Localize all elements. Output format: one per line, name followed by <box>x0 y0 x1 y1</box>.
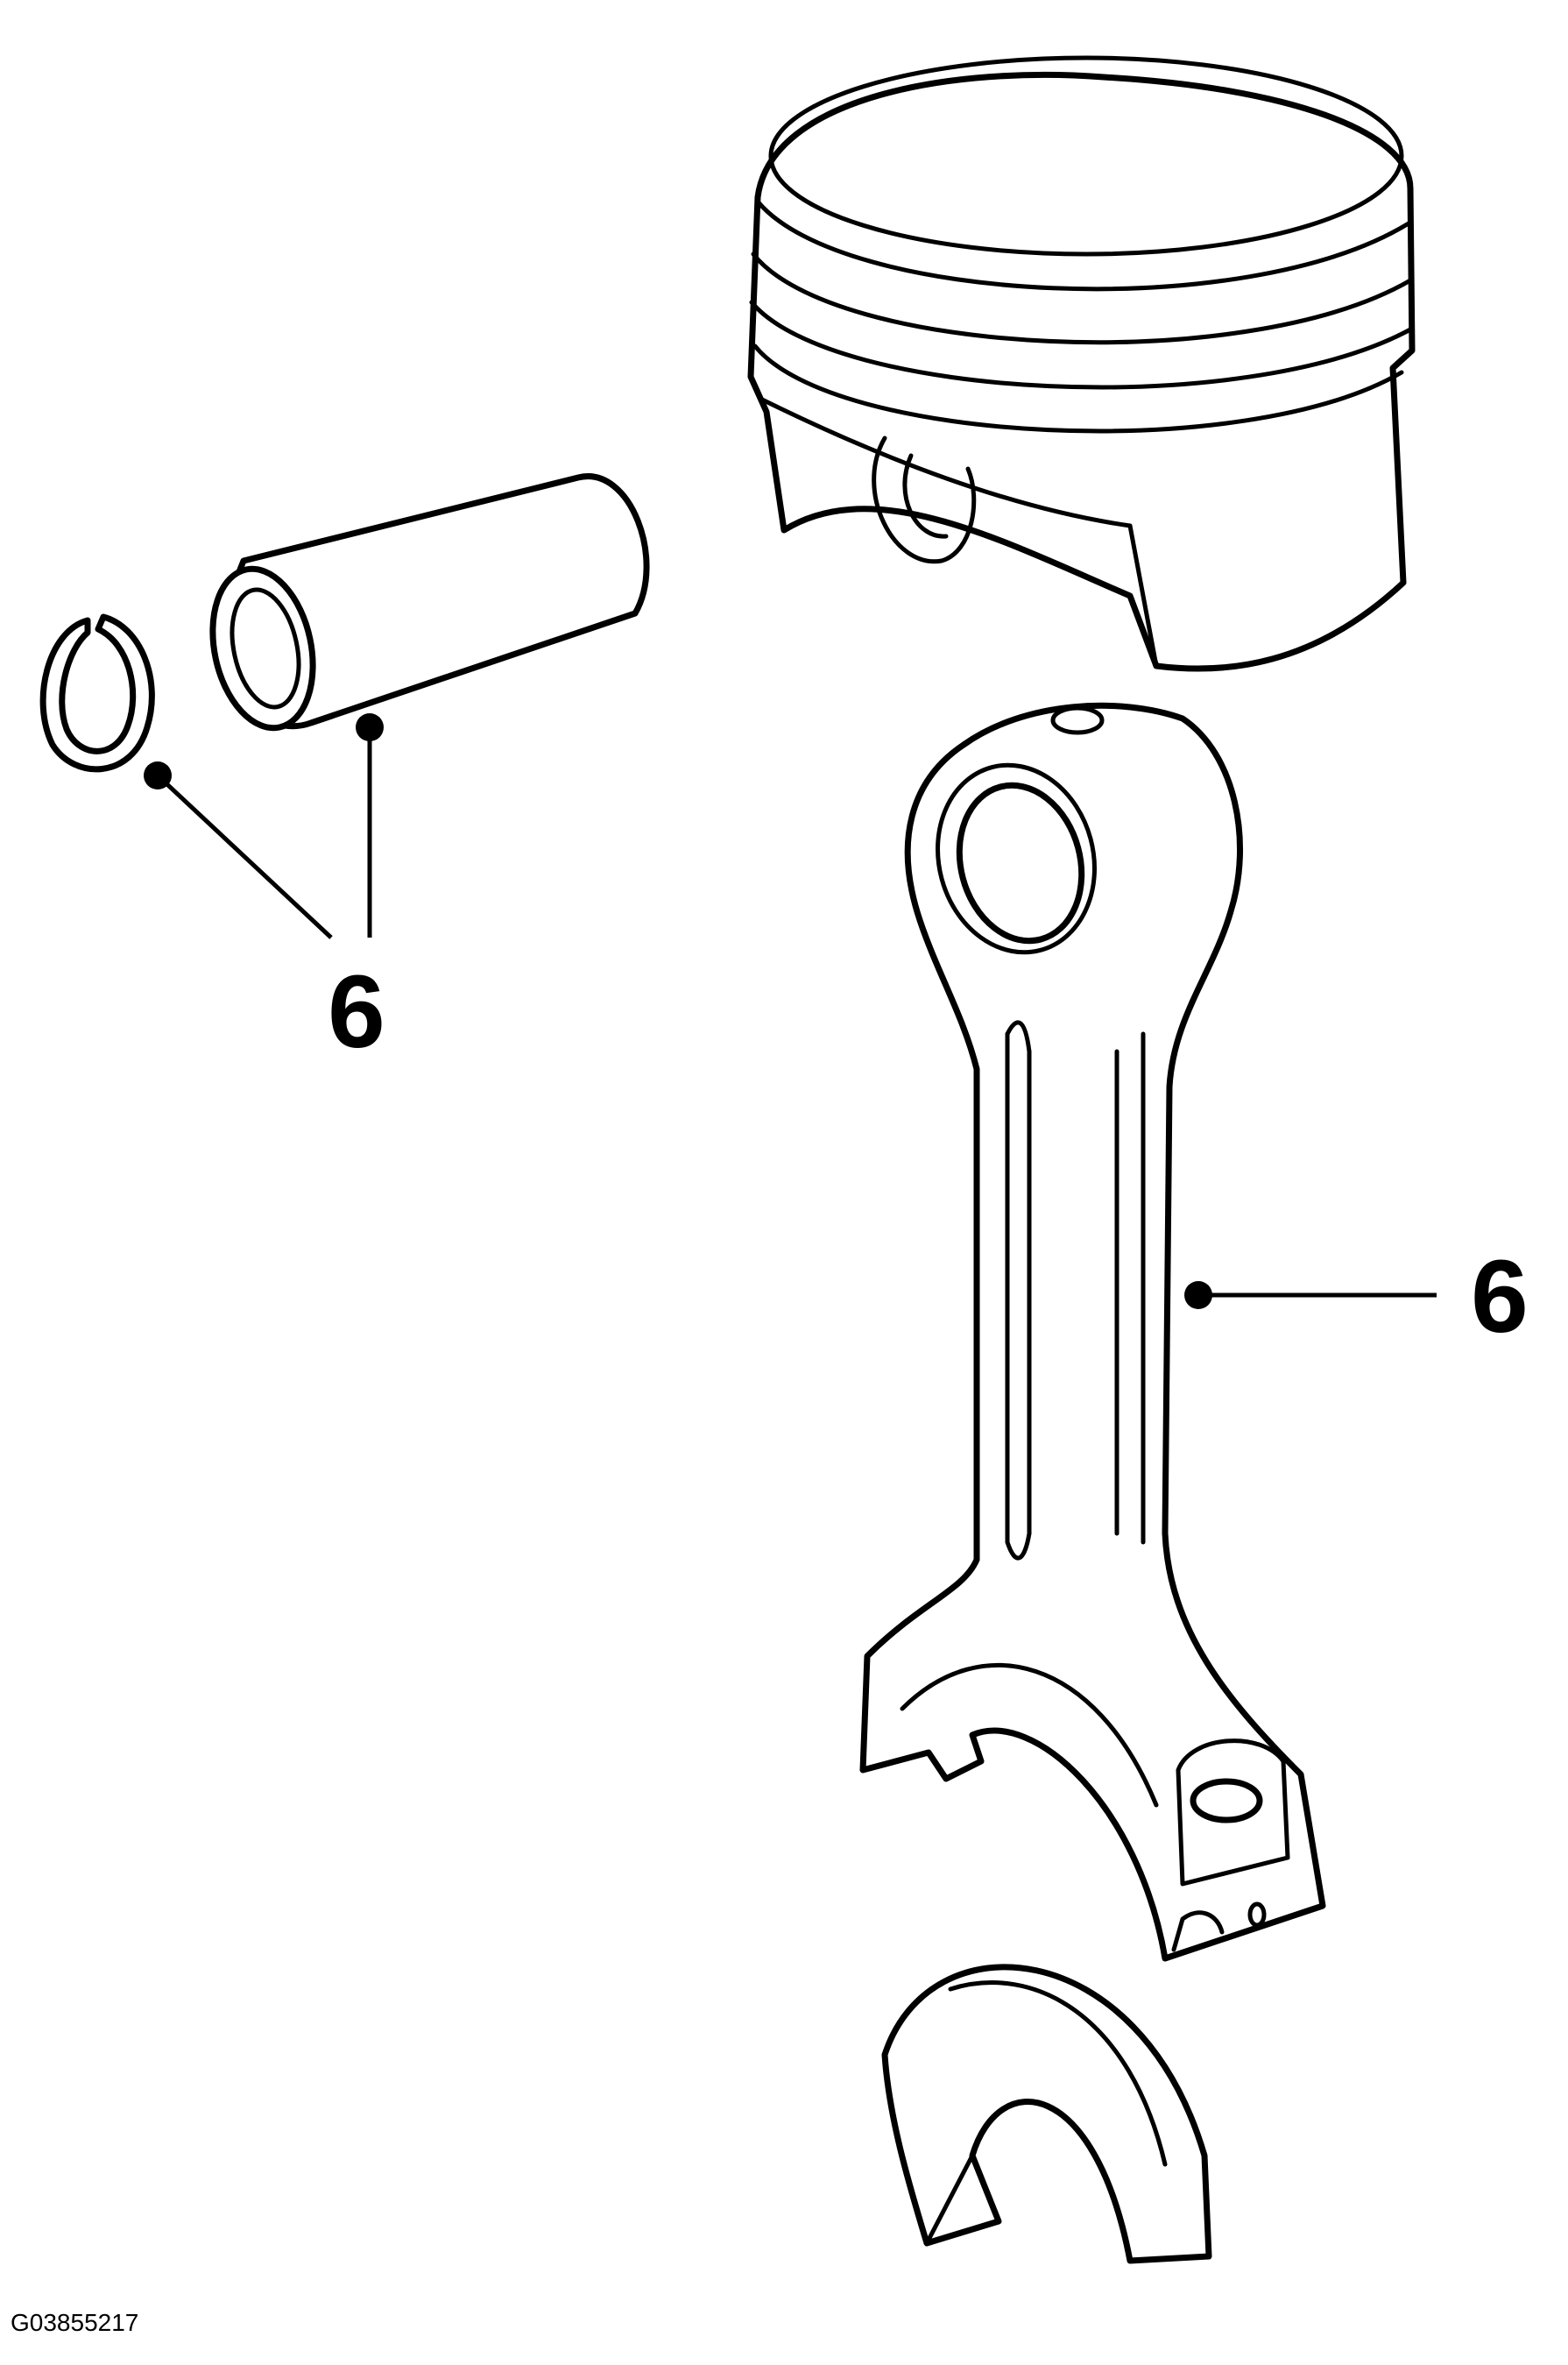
piston-pin <box>209 473 650 732</box>
circlip <box>39 613 155 773</box>
figure-id: G03855217 <box>11 2309 138 2336</box>
callout-label-rod: 6 <box>1471 1239 1529 1355</box>
connecting-rod <box>859 702 1326 1962</box>
leader-dot-piston-pin <box>356 713 384 741</box>
piston <box>747 55 1416 672</box>
callout-label-pin-clip: 6 <box>328 954 385 1070</box>
leader-dot-connecting-rod <box>1184 1281 1212 1309</box>
leader-piston-pin <box>356 713 384 938</box>
bearing-shell <box>881 1964 1212 2264</box>
leader-circlip <box>144 761 333 939</box>
leader-dot-circlip <box>144 761 172 790</box>
leader-connecting-rod <box>1184 1281 1437 1309</box>
